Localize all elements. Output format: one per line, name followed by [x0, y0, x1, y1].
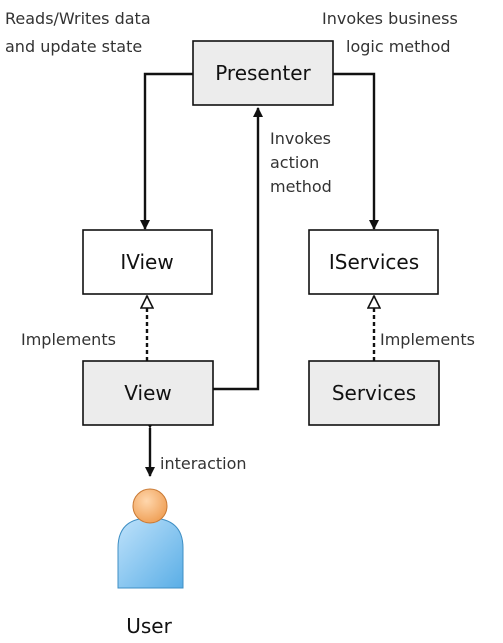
node-view: View	[82, 360, 214, 426]
user-label: User	[126, 614, 172, 638]
interaction-label: interaction	[160, 454, 247, 473]
reads-writes-label-line1: Reads/Writes data	[5, 9, 151, 28]
node-presenter: Presenter	[192, 40, 334, 106]
presenter-label: Presenter	[215, 61, 311, 85]
view-label: View	[124, 381, 171, 405]
iview-label: IView	[120, 250, 173, 274]
node-iview: IView	[82, 229, 213, 295]
invokes-business-label-line1: Invokes business	[322, 9, 458, 28]
edge-presenter-to-iview	[140, 72, 193, 230]
user-icon	[117, 488, 184, 589]
iservices-label: IServices	[329, 250, 419, 274]
invokes-action-label-line1: Invokes	[270, 129, 331, 148]
edge-view-to-presenter	[213, 107, 263, 391]
node-services: Services	[308, 360, 440, 426]
invokes-action-label-line3: method	[270, 177, 332, 196]
implements-right-label: Implements	[380, 330, 475, 349]
invokes-action-label-line2: action	[270, 153, 319, 172]
implements-left-label: Implements	[21, 330, 116, 349]
services-label: Services	[332, 381, 416, 405]
edge-presenter-to-iservices	[333, 72, 379, 230]
invokes-business-label-line2: logic method	[346, 37, 451, 56]
node-iservices: IServices	[308, 229, 439, 295]
reads-writes-label-line2: and update state	[5, 37, 142, 56]
